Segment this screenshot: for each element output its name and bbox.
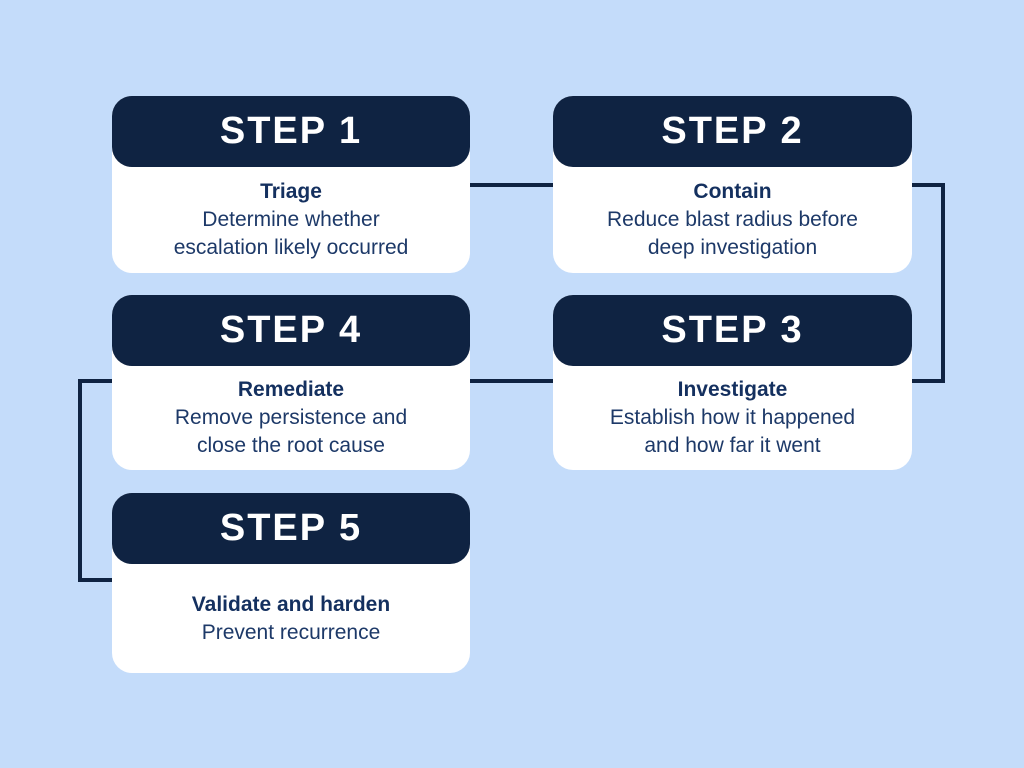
step-4-title: Remediate: [237, 378, 345, 401]
step-4-header-label: STEP 4: [219, 309, 363, 351]
step-1-content: Triage Determine whether escalation like…: [122, 167, 460, 273]
connector-step4-to-step5: [78, 379, 144, 582]
step-2-header: STEP 2: [553, 96, 912, 167]
connector-step2-to-step3: [880, 183, 945, 383]
step-2-title: Contain: [693, 180, 772, 203]
step-5-content: Validate and harden Prevent recurrence: [122, 564, 460, 673]
step-5-header: STEP 5: [112, 493, 470, 564]
step-card-1: STEP 1 Triage Determine whether escalati…: [112, 96, 470, 273]
step-card-3: STEP 3 Investigate Establish how it happ…: [553, 295, 912, 470]
step-1-header-label: STEP 1: [219, 110, 363, 152]
step-3-header-label: STEP 3: [661, 309, 804, 351]
step-5-description: Prevent recurrence: [201, 620, 381, 644]
step-5-header-label: STEP 5: [219, 507, 363, 549]
step-4-description: Remove persistence and close the root ca…: [174, 406, 408, 457]
step-card-4: STEP 4 Remediate Remove persistence and …: [112, 295, 470, 470]
step-2-header-label: STEP 2: [661, 110, 804, 152]
step-2-content: Contain Reduce blast radius before deep …: [563, 167, 902, 273]
step-4-header: STEP 4: [112, 295, 470, 366]
step-3-content: Investigate Establish how it happened an…: [563, 366, 902, 470]
step-3-header: STEP 3: [553, 295, 912, 366]
step-1-description: Determine whether escalation likely occu…: [173, 208, 409, 259]
step-1-title: Triage: [260, 180, 322, 203]
step-card-5: STEP 5 Validate and harden Prevent recur…: [112, 493, 470, 673]
step-5-title: Validate and harden: [191, 592, 391, 616]
step-card-2: STEP 2 Contain Reduce blast radius befor…: [553, 96, 912, 273]
connector-step1-to-step2: [290, 183, 735, 187]
step-4-content: Remediate Remove persistence and close t…: [122, 366, 460, 470]
step-2-description: Reduce blast radius before deep investig…: [607, 208, 858, 259]
connector-step3-to-step4: [290, 379, 735, 383]
step-3-title: Investigate: [677, 378, 788, 401]
step-3-description: Establish how it happened and how far it…: [609, 406, 856, 457]
step-1-header: STEP 1: [112, 96, 470, 167]
